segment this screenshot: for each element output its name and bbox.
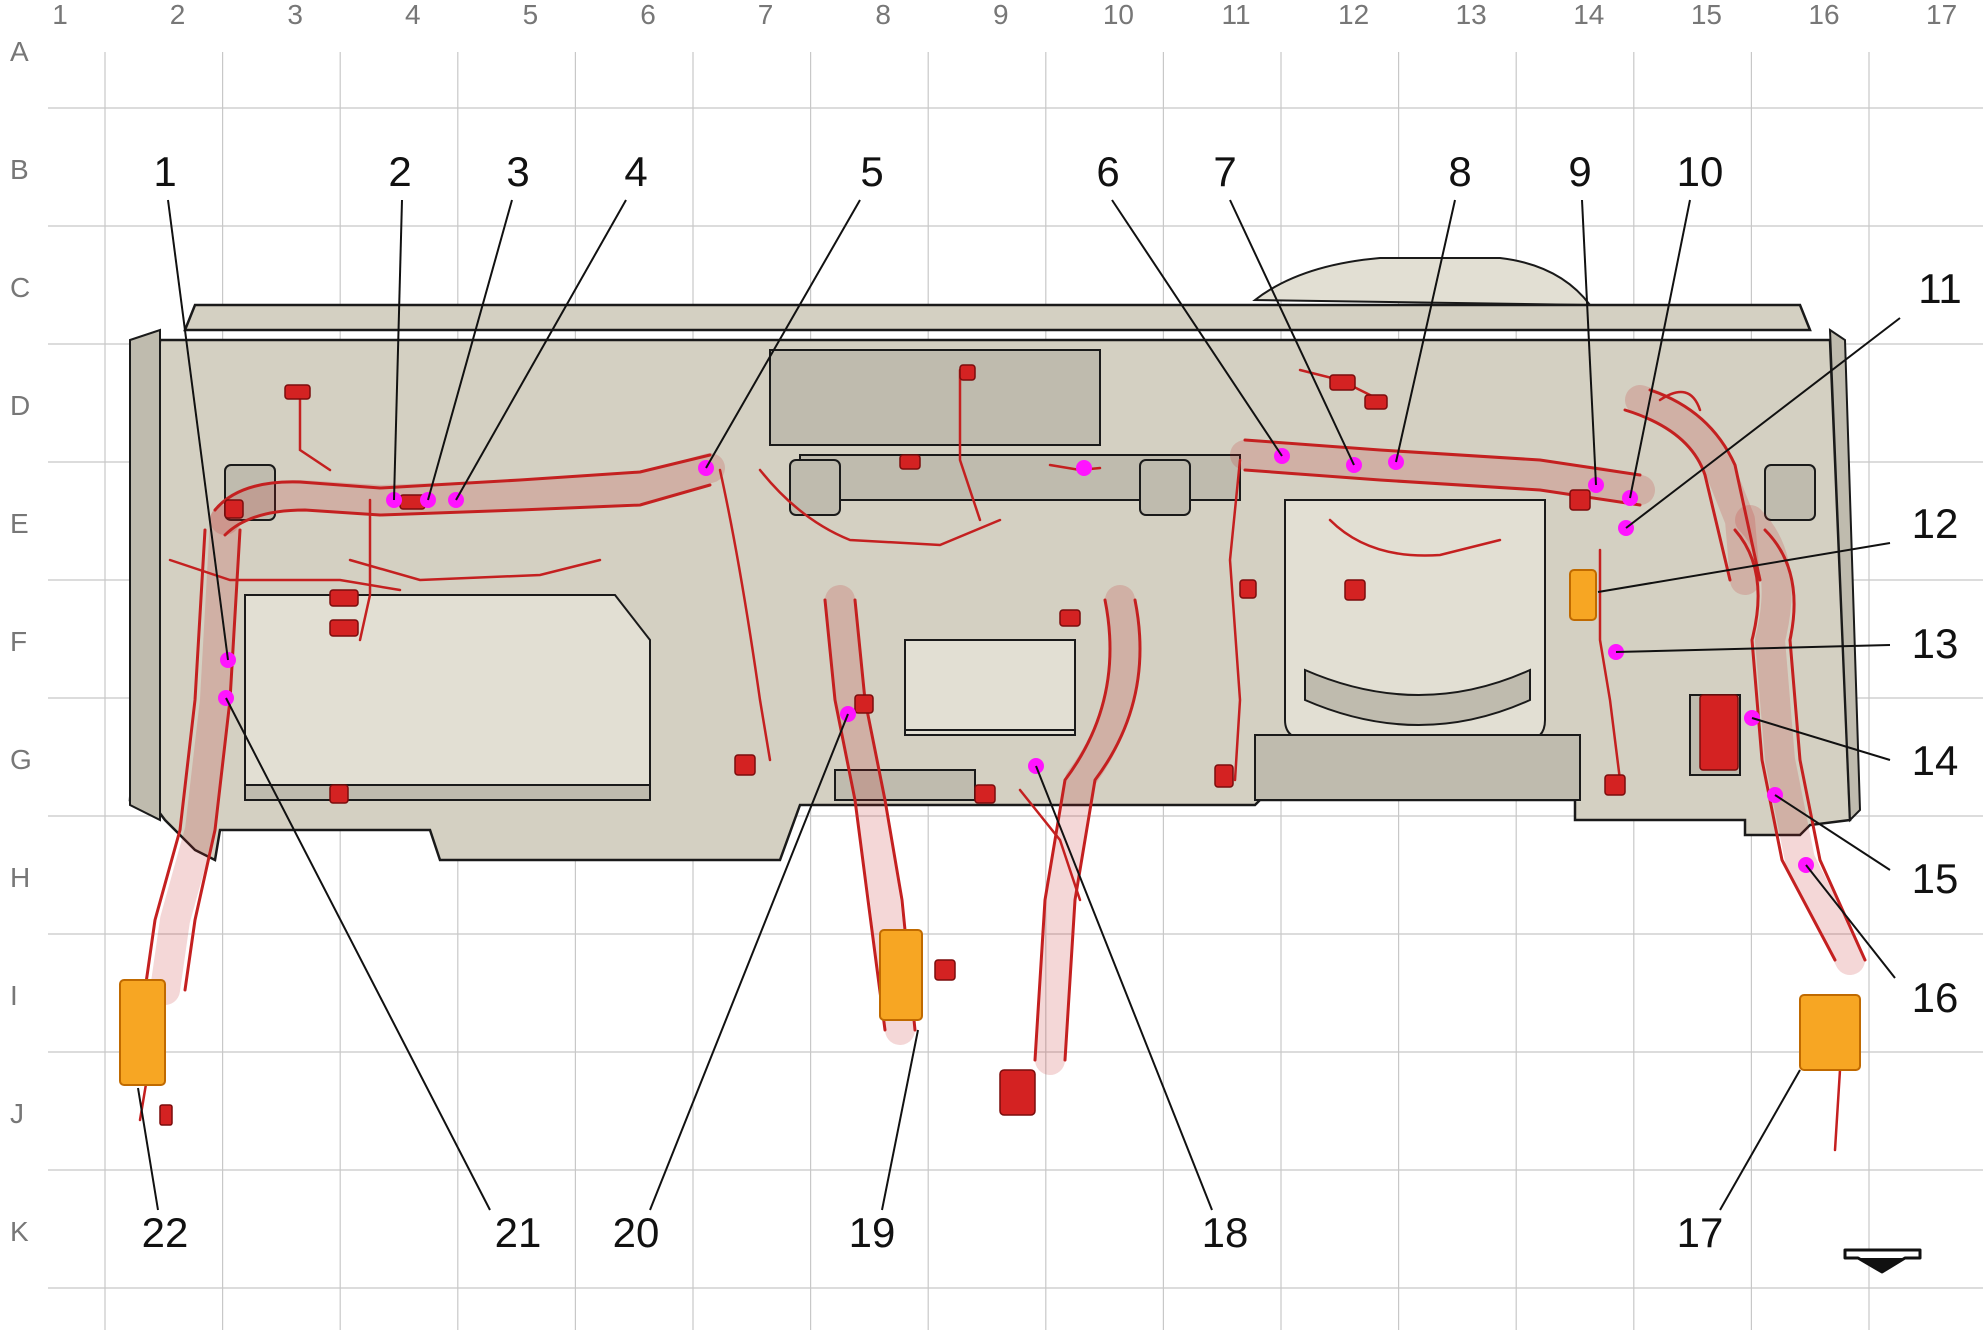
callout-number: 12 [1912,500,1959,547]
leader-line [881,1029,919,1211]
grid-column-label: 5 [523,0,539,30]
leader-line [1719,1069,1801,1211]
grid-row-label: K [10,1216,29,1247]
grid-column-label: 8 [875,0,891,30]
leader-line [1229,199,1355,466]
leader-line [137,1087,159,1211]
grid-row-label: A [10,36,29,67]
leader-line [705,199,861,469]
grid-column-label: 1 [52,0,68,30]
leader-line [455,199,627,501]
leader-line [1805,864,1896,979]
callout-number: 8 [1448,148,1471,195]
leader-line [393,199,403,501]
grid-row-label: J [10,1098,24,1129]
callout-number: 11 [1918,265,1962,312]
down-arrow-icon [1843,1248,1922,1274]
leader-line [427,199,513,501]
grid-column-label: 13 [1456,0,1487,30]
grid-row-label: H [10,862,30,893]
leader-line [1625,317,1901,529]
leader-line [225,697,491,1211]
leader-line [1629,199,1691,499]
grid-row-label: B [10,154,29,185]
orange-modules [119,569,1861,1086]
grid-column-label: 11 [1221,0,1250,30]
leader-line [1751,717,1891,761]
location-marker-dot [1076,460,1092,476]
callout-number: 16 [1912,974,1959,1021]
leader-line [1111,199,1283,457]
grid-column-label: 14 [1573,0,1604,30]
grid-row-label: D [10,390,30,421]
grid-row-label: F [10,626,27,657]
callout-number: 15 [1912,855,1959,902]
callout-number: 10 [1677,148,1724,195]
callout-number: 5 [860,148,883,195]
callout-number: 14 [1912,737,1959,784]
callout-number: 19 [849,1209,896,1256]
grid-row-label: C [10,272,30,303]
callout-number: 2 [388,148,411,195]
leader-lines [137,199,1901,1211]
callout-number: 7 [1213,148,1236,195]
grid-column-label: 3 [287,0,303,30]
grid-column-label: 7 [758,0,774,30]
callout-number: 6 [1096,148,1119,195]
grid-column-label: 16 [1808,0,1839,30]
grid-column-label: 4 [405,0,421,30]
callout-number: 4 [624,148,647,195]
leader-line [1395,199,1456,463]
grid-column-label: 17 [1926,0,1957,30]
leader-line [1035,765,1213,1211]
grid-row-label: E [10,508,29,539]
callout-number: 9 [1568,148,1591,195]
callout-number: 22 [142,1209,189,1256]
leader-line [1597,542,1891,593]
connectors [159,364,1739,1126]
callout-number: 17 [1677,1209,1724,1256]
grid-column-label: 15 [1691,0,1722,30]
leader-line [649,713,849,1211]
callout-number: 1 [153,148,176,195]
leader-line [1774,794,1891,871]
leader-line [167,199,229,661]
leader-line [1581,199,1597,486]
callout-number: 18 [1202,1209,1249,1256]
callout-number: 13 [1912,620,1959,667]
grid-column-label: 10 [1103,0,1134,30]
callout-number: 21 [495,1209,542,1256]
grid-row-label: G [10,744,32,775]
callout-number: 20 [613,1209,660,1256]
grid-column-label: 12 [1338,0,1369,30]
grid-column-label: 6 [640,0,656,30]
grid-column-label: 9 [993,0,1009,30]
grid-column-label: 2 [170,0,186,30]
leader-line [1615,644,1891,653]
callout-number: 3 [506,148,529,195]
instrument-panel [128,257,1862,862]
grid-row-label: I [10,980,18,1011]
grid-row-labels: ABCDEFGHIJKL [10,36,32,1247]
